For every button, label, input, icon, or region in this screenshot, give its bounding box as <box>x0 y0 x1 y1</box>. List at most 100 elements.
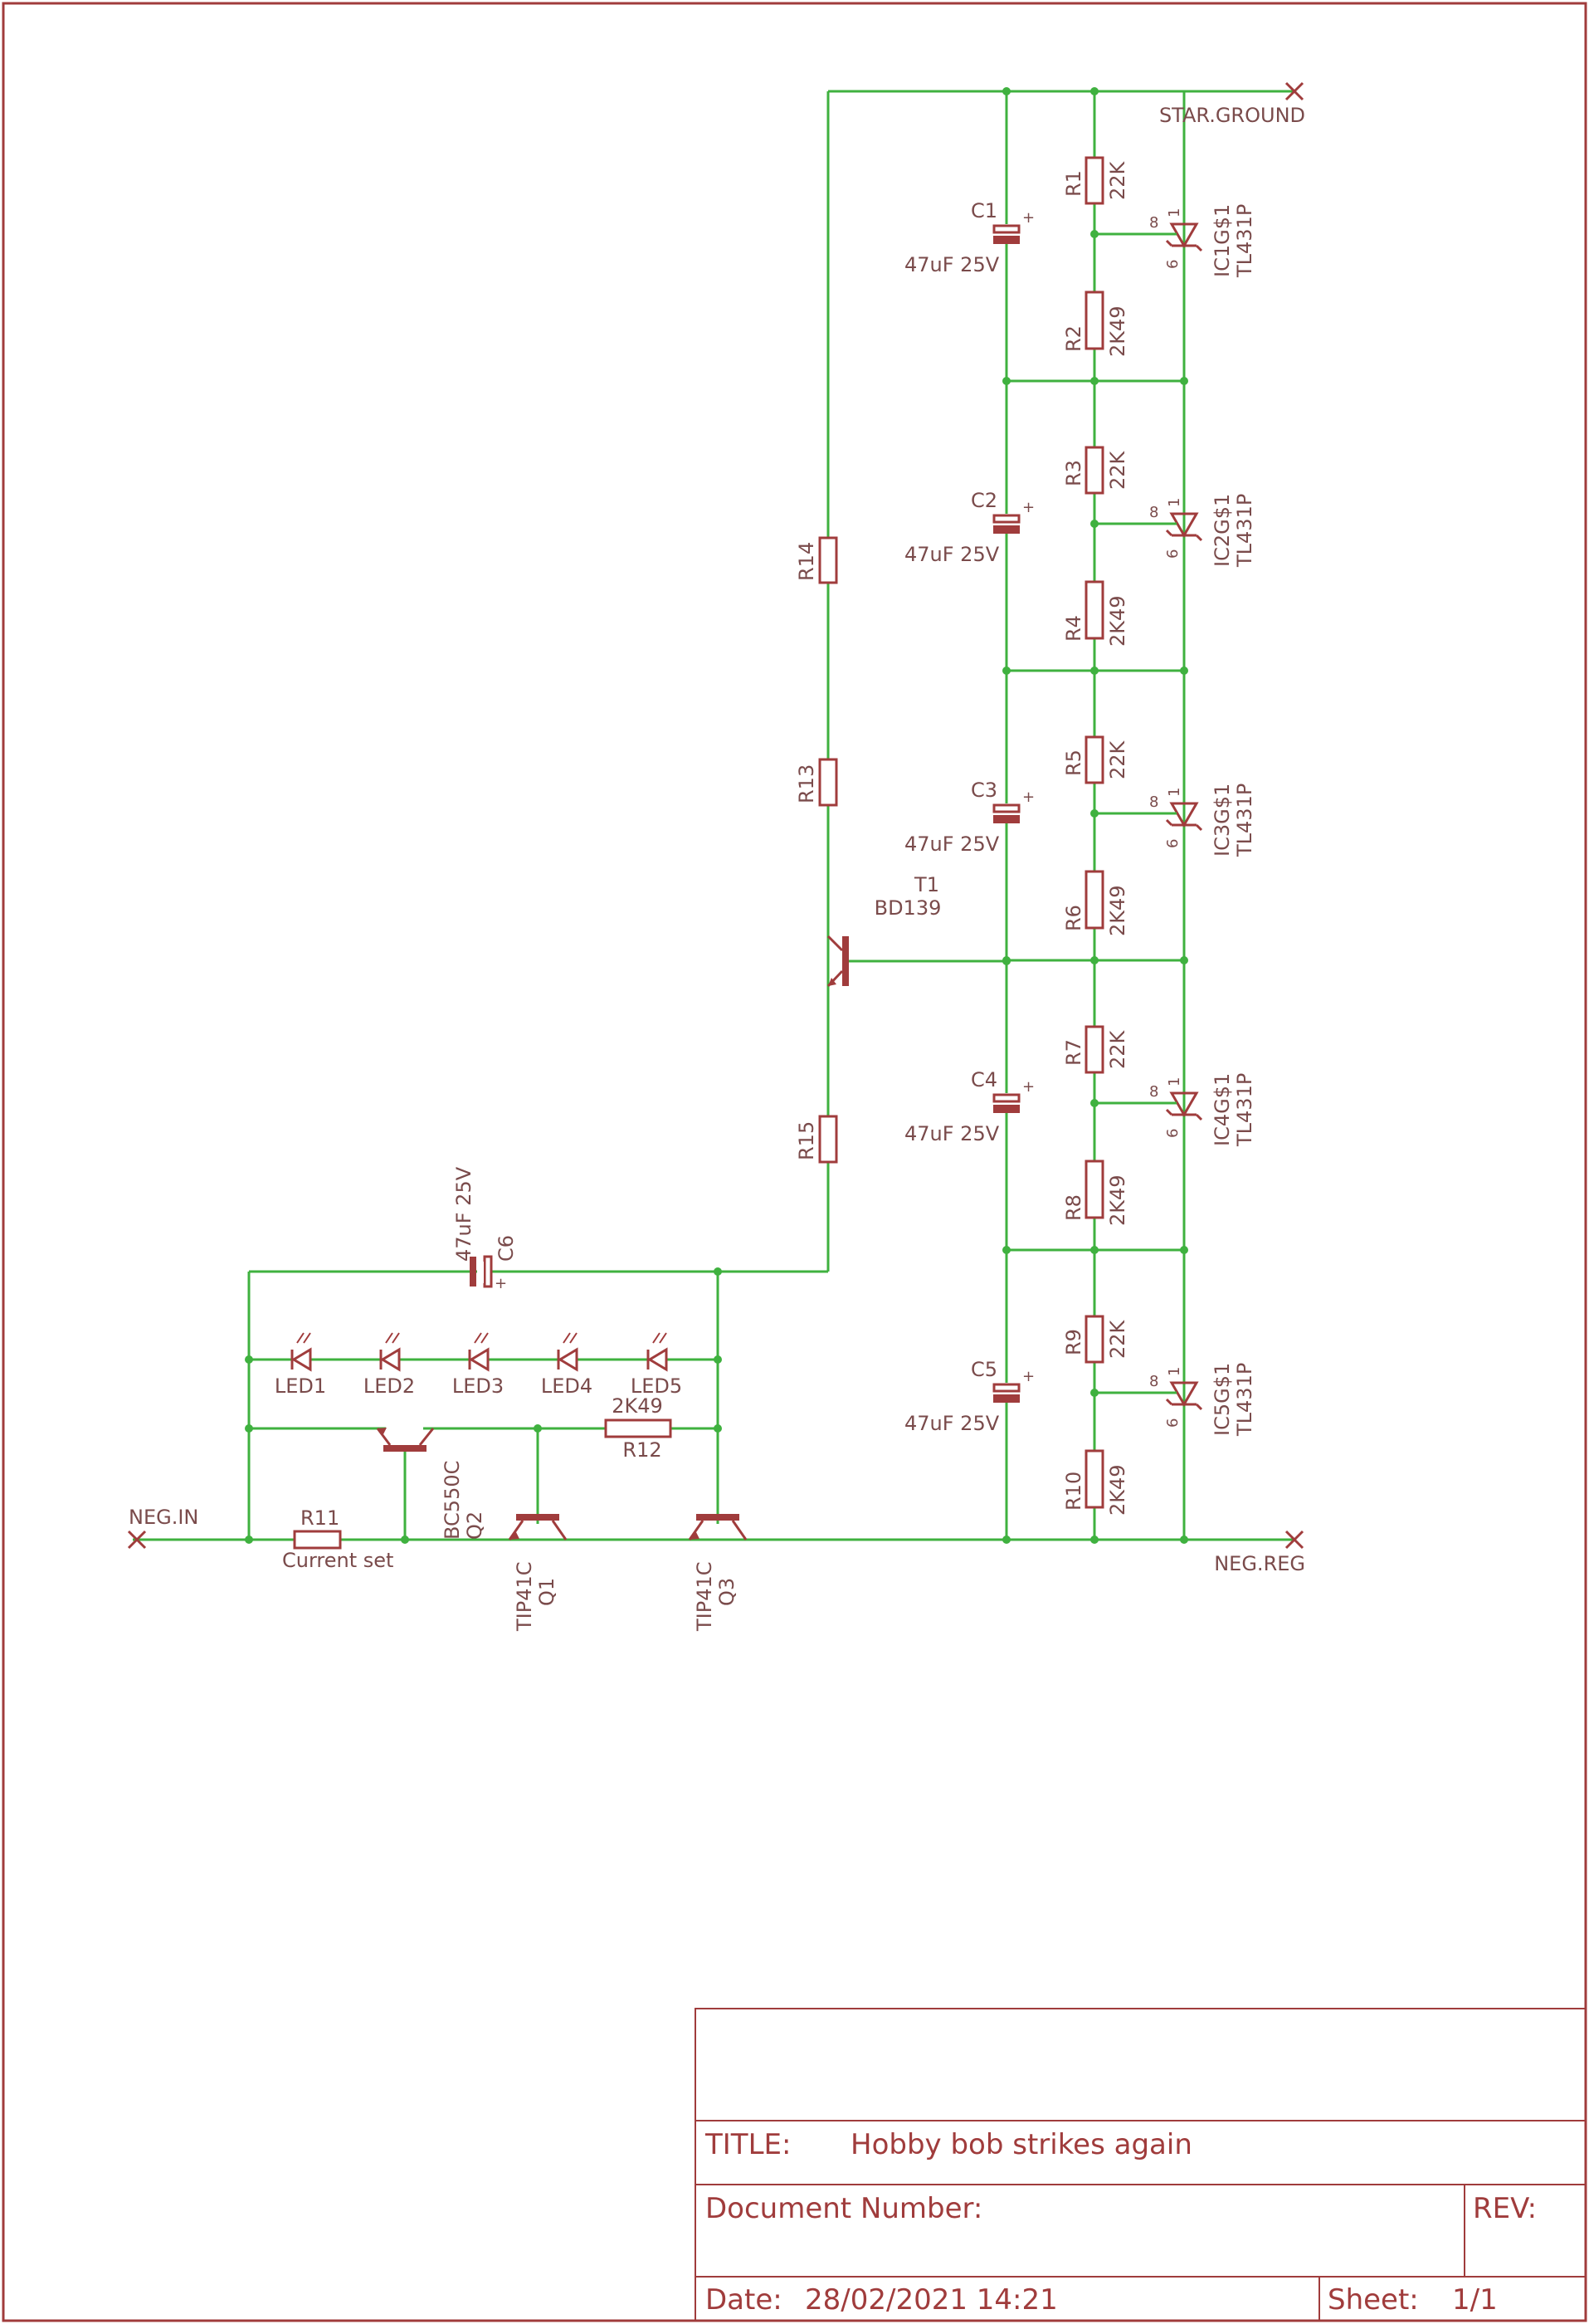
junction-dot <box>714 1355 722 1364</box>
upper-resistor-value: 22K <box>1106 1029 1129 1069</box>
junction-dot <box>1090 1389 1099 1397</box>
capacitor-plate-negative <box>993 1394 1020 1403</box>
capacitor-plus-mark: + <box>1022 1078 1035 1096</box>
junction-dot <box>1090 1246 1099 1254</box>
capacitor-plate-negative <box>993 815 1020 823</box>
upper-resistor <box>1085 1025 1104 1074</box>
upper-resistor <box>1085 735 1104 784</box>
upper-resistor-name: R9 <box>1062 1329 1085 1355</box>
q2-base-bar <box>383 1445 426 1452</box>
junction-dot <box>1090 230 1099 238</box>
c6-plus-mark: + <box>495 1275 507 1292</box>
t1-emitter-arrow <box>828 978 836 986</box>
q3-name: Q3 <box>715 1578 738 1606</box>
c6-name: C6 <box>495 1235 518 1262</box>
tl431-pin-ref: 8 <box>1149 1083 1158 1101</box>
junction-dot <box>401 1536 409 1544</box>
tl431-pin-ref: 8 <box>1149 214 1158 232</box>
lower-resistor-name: R6 <box>1062 905 1085 931</box>
q1-emitter-lead <box>508 1520 524 1540</box>
junction-dot <box>1002 87 1011 95</box>
t1-name: T1 <box>914 873 939 896</box>
q1-base-bar <box>516 1514 559 1521</box>
lower-resistor-value: 2K49 <box>1106 1174 1129 1226</box>
tl431-symbol <box>1169 222 1199 249</box>
upper-resistor-name: R1 <box>1062 170 1085 197</box>
title-block <box>695 2008 1587 2322</box>
capacitor-plate-positive <box>992 803 1021 813</box>
star-ground-marker <box>1284 81 1304 101</box>
neg-in-label: NEG.IN <box>129 1506 198 1529</box>
star-ground-label: STAR.GROUND <box>1159 104 1305 127</box>
tl431-pin-cathode: 6 <box>1164 1418 1182 1428</box>
q1-name: Q1 <box>535 1578 558 1606</box>
lower-resistor-value: 2K49 <box>1106 885 1129 936</box>
junction-dot <box>1180 377 1188 385</box>
capacitor-plate-positive <box>992 1383 1021 1393</box>
junction-dot <box>1002 957 1011 965</box>
r11-resistor <box>293 1530 342 1550</box>
chain-resistor <box>818 1115 838 1164</box>
capacitor-plus-mark: + <box>1022 1368 1035 1385</box>
tl431-pin-ref: 8 <box>1149 504 1158 521</box>
capacitor-plate-positive <box>992 1093 1021 1103</box>
junction-dot <box>1090 1536 1099 1544</box>
tl431-pin-anode: 1 <box>1166 1077 1183 1086</box>
capacitor-name: C3 <box>971 779 997 802</box>
upper-resistor-name: R3 <box>1062 460 1085 486</box>
lower-resistor <box>1085 1160 1104 1219</box>
tl431-cathode-bar <box>1165 1108 1203 1121</box>
capacitor-plus-mark: + <box>1022 788 1035 806</box>
q2-emitter-arrow <box>378 1428 387 1434</box>
led-body <box>291 1347 312 1372</box>
junction-dot <box>714 1267 722 1276</box>
lower-resistor <box>1085 580 1104 640</box>
junction-dot <box>245 1355 253 1364</box>
regulator-part: TL431P <box>1233 494 1256 568</box>
lower-resistor-name: R2 <box>1062 325 1085 352</box>
q3-emitter-lead <box>688 1520 704 1540</box>
chain-resistor-name: R14 <box>795 542 818 581</box>
regulator-name: IC1G$1 <box>1211 204 1234 277</box>
led-light-arrows <box>563 1332 578 1344</box>
capacitor-plate-positive <box>992 514 1021 524</box>
regulator-name: IC4G$1 <box>1211 1073 1234 1146</box>
junction-dot <box>1090 956 1099 964</box>
led-body <box>647 1347 668 1372</box>
lower-resistor <box>1085 290 1104 350</box>
junction-dot <box>1002 1536 1011 1544</box>
tl431-pin-ref: 8 <box>1149 793 1158 811</box>
led-name: LED2 <box>363 1374 415 1398</box>
lower-resistor <box>1085 1449 1104 1509</box>
tl431-pin-cathode: 6 <box>1164 1129 1182 1138</box>
tl431-pin-anode: 1 <box>1166 208 1183 217</box>
upper-resistor <box>1085 1315 1104 1364</box>
revision-label: REV: <box>1473 2192 1537 2225</box>
led-name: LED4 <box>541 1374 592 1398</box>
q1-part: TIP41C <box>513 1561 536 1632</box>
q3-part: TIP41C <box>693 1561 716 1632</box>
led-light-arrows <box>652 1332 667 1344</box>
tl431-symbol <box>1169 1091 1199 1118</box>
upper-resistor-name: R7 <box>1062 1039 1085 1066</box>
q2-emitter-lead <box>418 1428 435 1446</box>
q1-emitter-arrow <box>509 1532 519 1540</box>
junction-dot <box>1090 809 1099 818</box>
tl431-pin-cathode: 6 <box>1164 839 1182 848</box>
q2-collector-lead <box>376 1428 392 1446</box>
lower-resistor-value: 2K49 <box>1106 305 1129 357</box>
capacitor-name: C5 <box>971 1358 997 1381</box>
junction-dot <box>1090 520 1099 528</box>
r12-name: R12 <box>622 1438 661 1462</box>
led-name: LED5 <box>631 1374 682 1398</box>
date-label: Date: <box>705 2283 782 2317</box>
sheet-label: Sheet: <box>1328 2283 1419 2317</box>
junction-dot <box>1002 666 1011 675</box>
document-number-label: Document Number: <box>705 2192 982 2225</box>
lower-resistor-name: R8 <box>1062 1194 1085 1221</box>
junction-dot <box>245 1424 253 1433</box>
chain-resistor-name: R13 <box>795 764 818 803</box>
junction-dot <box>1180 1246 1188 1254</box>
